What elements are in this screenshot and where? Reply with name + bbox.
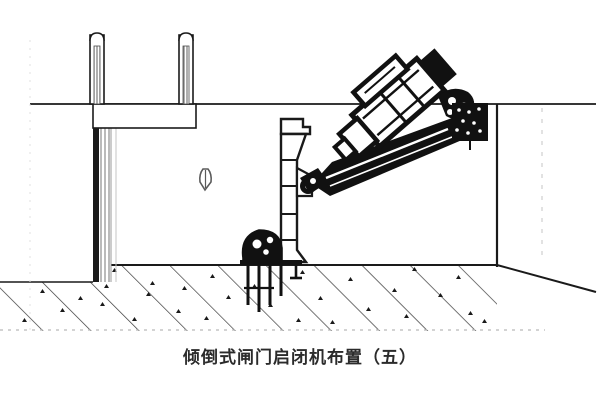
water-flow-arrow [199, 168, 212, 192]
guide-rail-left [89, 32, 105, 105]
guide-rail-right [178, 32, 194, 105]
figure-caption: 倾倒式闸门启闭机布置（五） [183, 348, 417, 368]
tilting-gate-leaf [279, 117, 316, 264]
deck-crossbeam [92, 103, 197, 129]
left-pier-wall [93, 104, 117, 282]
cylinder-piston-rod [312, 118, 462, 196]
gate-bottom-hinge [240, 229, 302, 265]
hydraulic-cylinder [331, 48, 457, 163]
downstream-slope-line [496, 264, 597, 293]
cylinder-trunnion-mount-block [452, 103, 488, 150]
right-pier-wall [495, 104, 543, 267]
hinge-anchor-bars [244, 265, 302, 312]
rod-end-clevis [300, 168, 328, 194]
